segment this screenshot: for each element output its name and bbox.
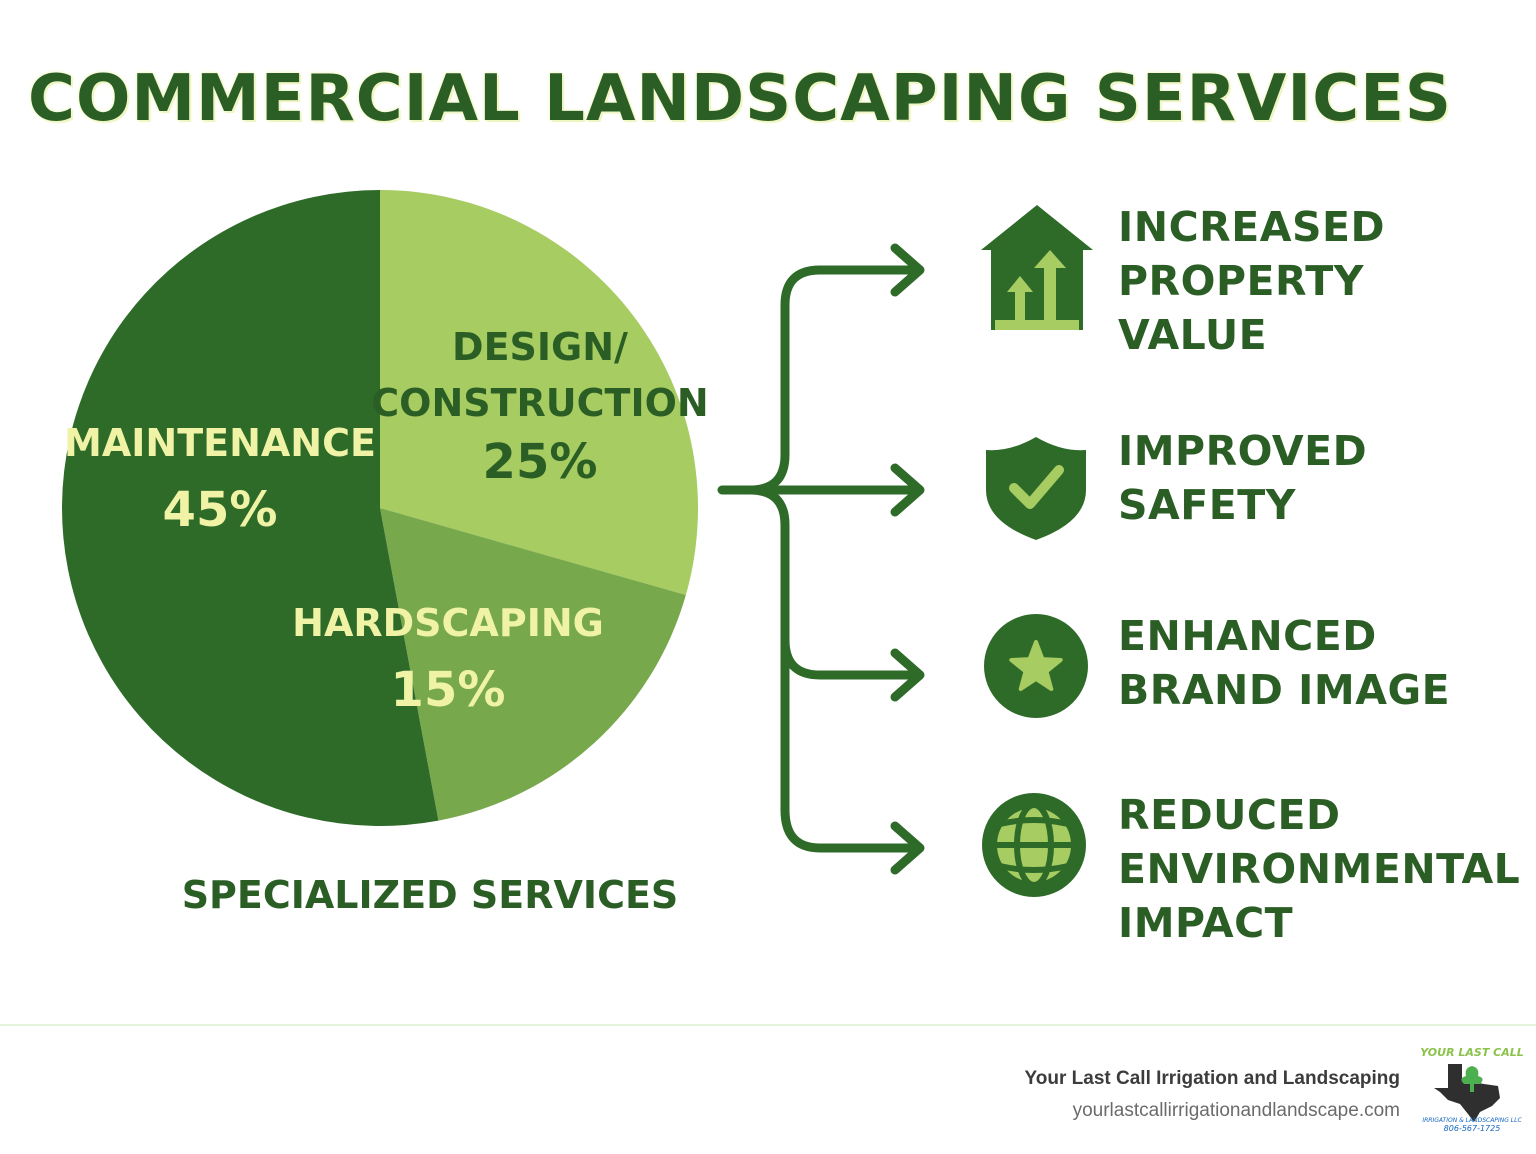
- benefit-environmental: REDUCED ENVIRONMENTAL IMPACT: [1118, 788, 1520, 950]
- pie-slice-design-construction: [380, 190, 698, 596]
- benefit-line: IMPROVED: [1118, 427, 1368, 475]
- pie-category-label: HARDSCAPING: [292, 601, 604, 645]
- company-logo: YOUR LAST CALL IRRIGATION & LANDSCAPING …: [1420, 1046, 1524, 1133]
- pie-category-label: DESIGN/: [452, 325, 628, 369]
- pie-category-label: MAINTENANCE: [64, 421, 376, 465]
- pie-category-label: CONSTRUCTION: [371, 381, 708, 425]
- logo-bottom-text: IRRIGATION & LANDSCAPING LLC: [1422, 1117, 1522, 1124]
- benefit-line: VALUE: [1118, 311, 1268, 359]
- pie-value-label: 15%: [391, 662, 506, 718]
- pie-value-label: 25%: [483, 434, 598, 490]
- benefit-line: ENVIRONMENTAL: [1118, 845, 1521, 893]
- company-name: Your Last Call Irrigation and Landscapin…: [1024, 1068, 1400, 1089]
- tree-icon: [1461, 1066, 1483, 1092]
- pie-slice-maintenance: [61, 189, 439, 827]
- footer-divider: [0, 1024, 1536, 1026]
- pie-slice-hardscaping: [380, 508, 686, 821]
- benefit-line: PROPERTY: [1118, 257, 1364, 305]
- company-url[interactable]: yourlastcallirrigationandlandscape.com: [1072, 1100, 1400, 1121]
- house-growth-icon: [981, 205, 1093, 330]
- pie-value-label: 45%: [163, 482, 278, 538]
- page-title: COMMERCIAL LANDSCAPING SERVICES: [27, 62, 1453, 136]
- benefit-safety: IMPROVED SAFETY: [1118, 424, 1367, 532]
- benefit-brand-image: ENHANCED BRAND IMAGE: [1118, 609, 1450, 717]
- benefit-line: INCREASED: [1118, 203, 1386, 251]
- globe-icon: [982, 793, 1086, 897]
- chart-caption: SPECIALIZED SERVICES: [182, 873, 679, 917]
- benefit-line: REDUCED: [1118, 791, 1341, 839]
- shield-check-icon: [986, 437, 1086, 540]
- benefit-line: ENHANCED: [1118, 612, 1377, 660]
- benefit-connector: [717, 243, 925, 875]
- benefit-line: BRAND IMAGE: [1118, 666, 1451, 714]
- logo-top-text: YOUR LAST CALL: [1420, 1046, 1524, 1059]
- benefit-property-value: INCREASED PROPERTY VALUE: [1118, 200, 1385, 362]
- logo-phone: 806-567-1725: [1444, 1124, 1501, 1133]
- pie-chart: DESIGN/CONSTRUCTION 25% HARDSCAPING 15% MAIN…: [61, 189, 709, 827]
- texas-shape-icon: [1434, 1064, 1500, 1122]
- star-badge-icon: [984, 614, 1088, 718]
- benefit-line: SAFETY: [1118, 481, 1296, 529]
- benefit-line: IMPACT: [1118, 899, 1294, 947]
